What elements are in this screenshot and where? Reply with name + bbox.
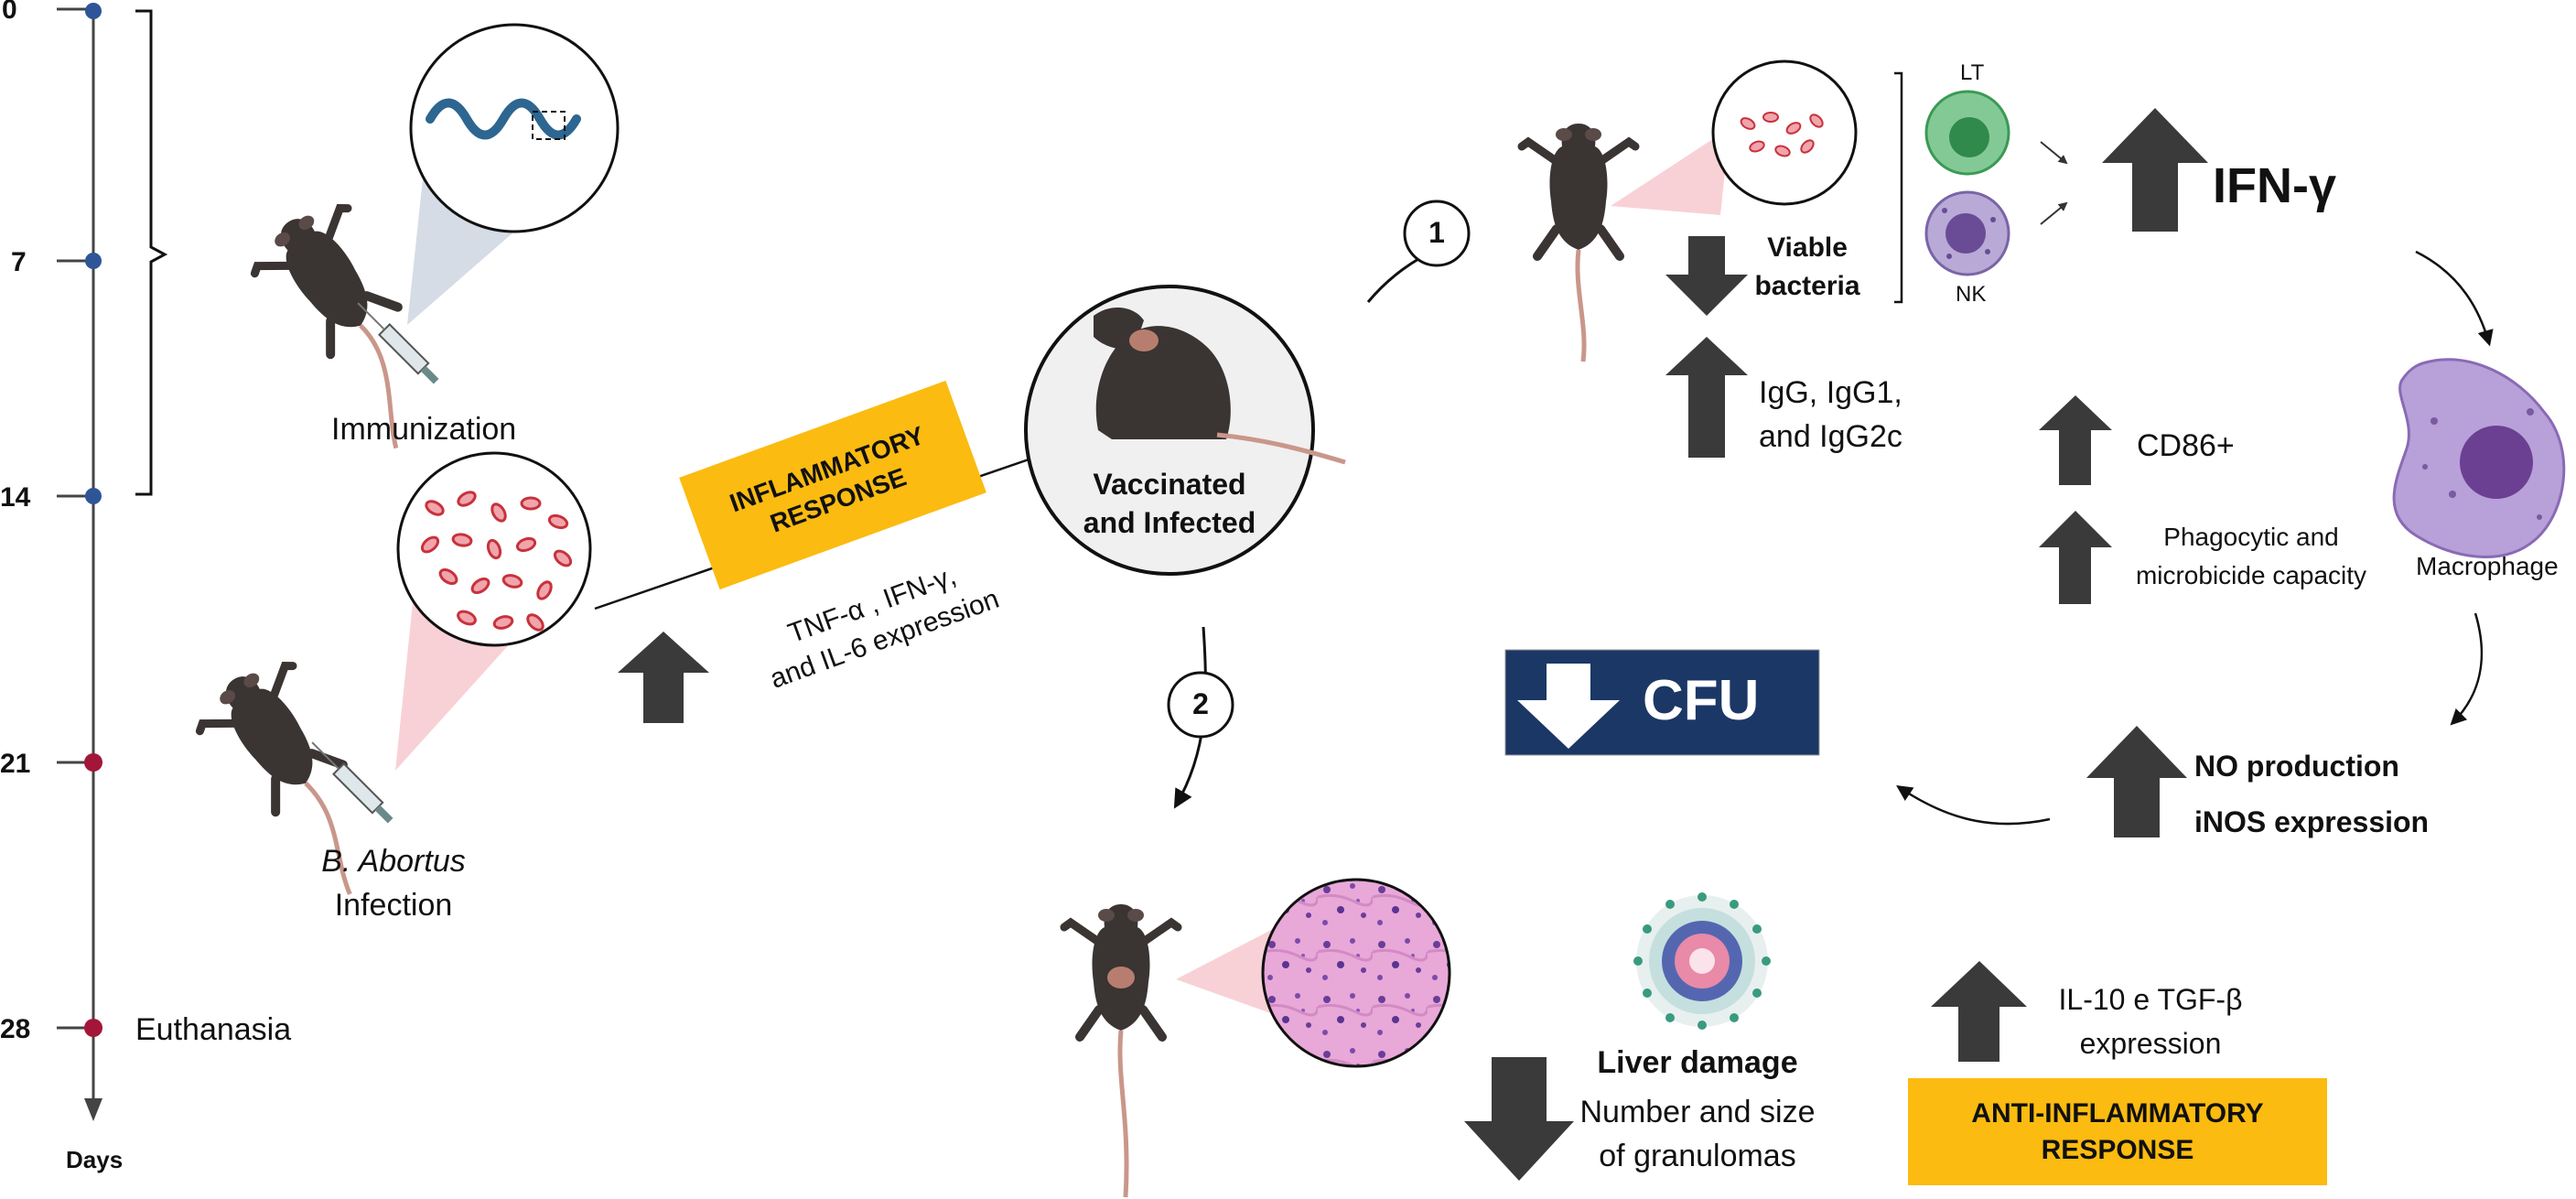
timeline — [57, 3, 168, 1121]
il10-label: IL-10 e TGF-β expression — [2036, 978, 2265, 1065]
il10-line1: IL-10 e TGF-β — [2058, 983, 2243, 1016]
viable-bacteria-bubble — [1711, 59, 1858, 206]
macrophage-label: Macrophage — [2416, 552, 2559, 580]
phago-line1: Phagocytic and — [2163, 523, 2339, 551]
dna-vaccine-bubble — [409, 23, 620, 233]
infection-mouse — [187, 647, 419, 895]
step-2-circle — [1167, 671, 1234, 739]
granulomas-label: Number and size of granulomas — [1556, 1090, 1839, 1178]
il10-up-arrow — [1931, 961, 2027, 1062]
tick-dot-28 — [84, 1019, 102, 1037]
granuloma-icon — [1633, 892, 1771, 1030]
syringe-icon — [357, 302, 439, 384]
nk-label: NK — [1956, 282, 1987, 307]
cfu-down-arrow — [1517, 664, 1620, 749]
cfu-label: CFU — [1643, 669, 1760, 732]
anti-box-line1: ANTI-INFLAMMATORY — [1971, 1097, 2264, 1129]
center-label-line1: Vaccinated — [1093, 468, 1246, 501]
ifn-gamma-label: IFN-γ — [2213, 158, 2336, 213]
no-production-label: NO production — [2194, 750, 2399, 783]
step-1-label: 1 — [1428, 216, 1445, 249]
viable-bacteria-label: Viable bacteria — [1743, 229, 1871, 306]
pathway2-mouse — [1064, 904, 1178, 1198]
infection-label: Infection — [334, 888, 453, 923]
tick-dot-0 — [85, 3, 102, 19]
igg-label: IgG, IgG1, and IgG2c — [1759, 371, 1902, 459]
ifn-up-arrow — [2102, 108, 2208, 232]
igg-up-arrow — [1665, 337, 1748, 458]
tick-label-7: 7 — [11, 247, 27, 277]
cd86-up-arrow — [2039, 395, 2112, 485]
infection-species-label: B. Abortus — [321, 844, 466, 879]
igg-line1: IgG, IgG1, — [1759, 375, 1902, 410]
euthanasia-label: Euthanasia — [135, 1012, 292, 1047]
tick-label-28: 28 — [0, 1014, 31, 1044]
timeline-axis-label: Days — [66, 1146, 124, 1173]
no-up-arrow — [2086, 726, 2187, 837]
phago-line2: microbicide capacity — [2135, 561, 2367, 589]
il10-line2: expression — [2079, 1027, 2222, 1060]
anti-inflammatory-box: ANTI-INFLAMMATORY RESPONSE — [1908, 1078, 2327, 1185]
center-label-line2: and Infected — [1083, 506, 1256, 539]
tick-dot-21 — [84, 753, 102, 772]
bacteria-icon — [420, 491, 573, 632]
tick-dot-14 — [85, 488, 102, 504]
phagocytic-label: Phagocytic and microbicide capacity — [2105, 518, 2398, 595]
pathway1-mouse — [1522, 124, 1635, 362]
viable-line2: bacteria — [1754, 271, 1860, 301]
liver-damage-label: Liver damage — [1597, 1045, 1798, 1080]
immunization-bracket — [135, 9, 168, 496]
tick-label-0: 0 — [2, 0, 17, 25]
immunization-label: Immunization — [331, 412, 517, 447]
syringe-icon-2 — [311, 741, 393, 824]
phago-up-arrow — [2039, 511, 2112, 604]
center-mouse — [1094, 307, 1346, 465]
viable-down-arrow — [1665, 236, 1748, 316]
tick-label-21: 21 — [0, 749, 31, 779]
tick-label-14: 14 — [0, 482, 31, 513]
igg-line2: and IgG2c — [1759, 419, 1902, 454]
liver-histology-bubble — [1261, 878, 1451, 1068]
center-label: Vaccinated and Infected — [1064, 465, 1275, 542]
dna-icon — [426, 98, 581, 140]
granulomas-line1: Number and size — [1579, 1095, 1816, 1129]
granulomas-line2: of granulomas — [1599, 1139, 1796, 1173]
cd86-label: CD86+ — [2137, 428, 2235, 463]
inflammatory-up-arrow — [618, 632, 709, 723]
step-2-label: 2 — [1192, 687, 1209, 720]
anti-box-line2: RESPONSE — [2041, 1134, 2194, 1165]
step-1-circle — [1403, 200, 1471, 267]
tick-dot-7 — [85, 253, 102, 269]
liver-down-arrow — [1464, 1057, 1574, 1181]
viable-line1: Viable — [1767, 232, 1848, 263]
inos-expression-label: iNOS expression — [2194, 805, 2430, 838]
immunization-mouse — [242, 189, 476, 449]
lt-label: LT — [1960, 60, 1985, 85]
